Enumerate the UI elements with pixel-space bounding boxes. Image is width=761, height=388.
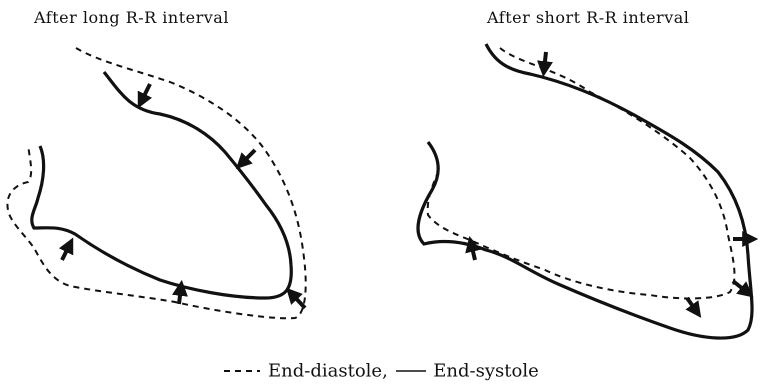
legend: End-diastole, End-systole [0, 360, 761, 382]
legend-label-end-diastole: End-diastole, [268, 361, 388, 382]
arrow-icon [62, 244, 70, 260]
arrow-icon [179, 287, 181, 304]
end-systole-outline-left [32, 72, 291, 298]
arrow-icon [733, 281, 748, 293]
solid-line-swatch [394, 366, 428, 376]
left-ventricle-short-rr [418, 44, 752, 338]
left-ventricle-long-rr [7, 48, 305, 318]
legend-label-end-systole: End-systole [433, 361, 538, 382]
arrow-icon [687, 298, 697, 312]
contraction-arrows-right [471, 52, 751, 312]
contraction-arrows-left [62, 84, 305, 308]
arrow-icon [141, 84, 150, 102]
arrow-icon [241, 150, 255, 164]
dashed-line-swatch [222, 366, 262, 376]
arrow-icon [544, 52, 546, 70]
ventricle-diagram [0, 0, 761, 360]
end-systole-outline-right [418, 44, 752, 338]
end-diastole-outline-right [428, 48, 735, 298]
arrow-icon [291, 293, 305, 308]
